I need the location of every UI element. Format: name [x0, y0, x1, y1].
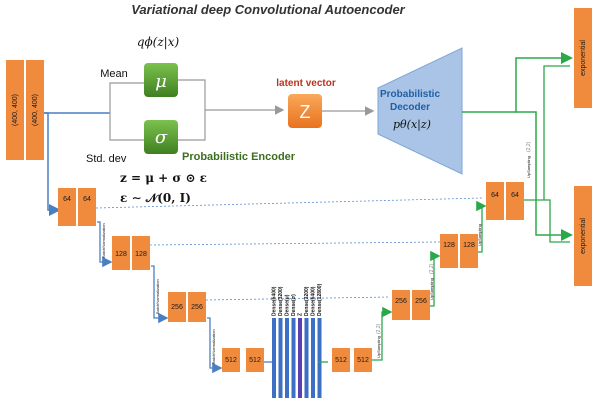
std-dev-label: Std. dev	[86, 153, 127, 165]
output-block-1: exponential	[574, 8, 592, 108]
encoder-block-128-b: 128	[135, 251, 147, 258]
dense-bar	[311, 318, 315, 398]
skip-connection-128	[149, 241, 441, 246]
decoder-block-512-b: 512	[357, 357, 369, 364]
encoder-block-128-a: 128	[115, 251, 127, 258]
dense-bar-label: Z	[298, 313, 304, 316]
input-block-2: (400, 400)	[26, 60, 44, 160]
decoder-block-512: 512 512	[332, 348, 372, 372]
mu-symbol: μ	[155, 71, 167, 92]
skip-connection-256	[205, 296, 391, 301]
decoder-block-64: 64 64	[486, 182, 524, 220]
input-to-conv-line	[44, 112, 61, 216]
upsampling-factor-1: (2,2)	[376, 323, 382, 334]
encoder-block-256-b: 256	[191, 304, 203, 311]
decoder-block-128-b: 128	[463, 242, 475, 249]
encoder-block-512-a: 512	[225, 357, 237, 364]
input-block-2-label: (400, 400)	[32, 94, 39, 126]
decoder-block-64-b: 64	[511, 192, 519, 199]
decoder-block-256: 256 256	[392, 290, 430, 320]
upsampling-label-1: UpSampling	[376, 336, 381, 358]
dense-bar-label: Dense(3200)	[278, 286, 284, 316]
decoder-block-512-a: 512	[335, 357, 347, 364]
posterior-label: qϕ(z|x)	[137, 35, 180, 49]
encoder-block-512-b: 512	[249, 357, 261, 364]
sigma-node: σ	[144, 120, 178, 154]
encoder-block-64: 64 64	[58, 188, 96, 226]
decoder-block-128: 128 128	[440, 234, 478, 268]
decoder-block-256-a: 256	[395, 298, 407, 305]
dense-bar-label: Dense(μ)	[285, 294, 291, 316]
dense-bar	[278, 318, 283, 398]
upsampling-factor-2: (2,2)	[429, 263, 435, 274]
skip-connection-64	[95, 197, 483, 209]
likelihood-label: pθ(x|z)	[393, 118, 431, 132]
upsampling-label-2: UpSampling	[429, 278, 434, 300]
output-block-1-label: exponential	[580, 40, 587, 76]
encoder-block-256: 256 256	[168, 292, 206, 322]
diagram-title: Variational deep Convolutional Autoencod…	[131, 2, 405, 17]
dense-bar-label: Dense(6400)	[311, 286, 317, 316]
dense-bar-label: Dense(6400)	[272, 286, 278, 316]
encoder-block-128: 128 128	[112, 236, 150, 270]
dense-bar	[272, 318, 276, 398]
decoder-block-256-b: 256	[415, 298, 427, 305]
sigma-symbol: σ	[155, 127, 168, 148]
decoder-connector-2	[430, 250, 441, 307]
noise-equation: ε ∼ 𝒩(0, I)	[120, 191, 191, 205]
output-block-2-label: exponential	[580, 218, 587, 254]
reparam-equation: z = μ + σ ⊙ ε	[120, 171, 207, 185]
mean-label: Mean	[100, 68, 128, 80]
decoder-connector-1	[372, 306, 393, 361]
dense-bar-label: Dense(12800)	[317, 283, 323, 316]
encoder-split-bracket	[109, 82, 148, 141]
input-block-1-label: (400, 400)	[12, 94, 19, 126]
encoder-name: Probabilistic Encoder	[182, 151, 296, 163]
encoder-block-256-a: 256	[171, 304, 183, 311]
encoder-connector-1	[97, 221, 113, 268]
encoder-merge-bracket	[178, 79, 282, 141]
decoder-name-line2: Decoder	[390, 102, 430, 113]
upsampling-label-3: UpSampling	[477, 224, 482, 246]
encoder-connector-3	[207, 317, 223, 374]
dense-bar	[285, 318, 289, 398]
decoder-node: Probabilistic Decoder pθ(x|z)	[377, 47, 463, 175]
decoder-block-128-a: 128	[443, 242, 455, 249]
encoder-block-64-b: 64	[83, 196, 91, 203]
decoder-to-output-2	[516, 111, 573, 241]
latent-node: Z	[288, 94, 322, 128]
mu-node: μ	[144, 63, 178, 97]
encoder-connector-2	[151, 265, 169, 324]
latent-symbol: Z	[300, 102, 311, 122]
encoder-block-512: 512 512	[222, 348, 264, 372]
latent-label: latent vector	[276, 78, 336, 89]
dense-bar	[291, 318, 296, 398]
dense-bar	[304, 318, 309, 398]
input-block-1: (400, 400)	[6, 60, 24, 160]
dense-bar	[298, 318, 302, 398]
dense-bar-label: Dense(σ)	[291, 294, 297, 316]
batchnorm-label-1: BatchNormalization	[101, 223, 106, 258]
batchnorm-label-3: BatchNormalization	[211, 329, 216, 364]
decoder-to-outputs-line	[524, 65, 570, 243]
decoder-to-output-1	[462, 52, 573, 113]
decoder-block-64-a: 64	[491, 192, 499, 199]
decoder-name-line1: Probabilistic	[380, 89, 440, 100]
dense-bar-label: Dense(3200)	[304, 286, 310, 316]
upsampling-label-4: UpSampling	[526, 156, 531, 178]
batchnorm-label-2: BatchNormalization	[155, 279, 160, 314]
upsampling-factor-3: (2,2)	[526, 141, 532, 152]
encoder-block-64-a: 64	[63, 196, 71, 203]
output-block-2: exponential	[574, 186, 592, 286]
decoder-connector-3	[476, 200, 487, 253]
dense-bar	[317, 318, 322, 398]
